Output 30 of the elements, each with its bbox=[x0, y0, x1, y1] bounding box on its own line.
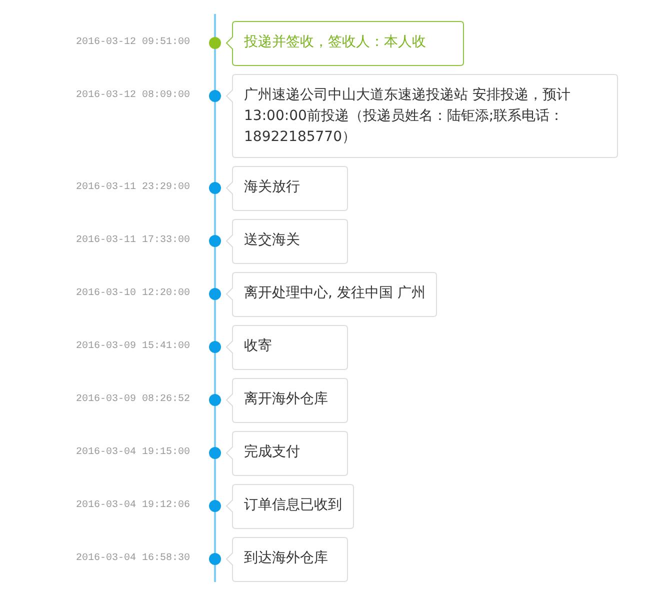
timestamp: 2016-03-11 23:29:00 bbox=[76, 181, 190, 195]
timestamp: 2016-03-12 08:09:00 bbox=[76, 89, 190, 103]
event-text: 投递并签收，签收人：本人收 bbox=[244, 33, 427, 52]
event-text: 广州速递公司中山大道东速递投递站 安排投递，预计13:00:00前投递（投递员姓名：陆钜添;联系电话：18922185770） bbox=[244, 86, 572, 147]
callout-box bbox=[226, 21, 464, 66]
event-text: 收寄 bbox=[244, 337, 273, 356]
callout-box bbox=[226, 537, 348, 582]
callout-box bbox=[226, 325, 348, 370]
timestamp: 2016-03-12 09:51:00 bbox=[76, 36, 190, 50]
callout-box bbox=[226, 431, 348, 476]
timestamp: 2016-03-04 19:12:06 bbox=[76, 499, 190, 513]
event-text: 海关放行 bbox=[244, 178, 301, 197]
callout-box bbox=[226, 166, 348, 211]
callout-box bbox=[226, 74, 618, 158]
event-text: 离开处理中心, 发往中国 广州 bbox=[244, 284, 426, 303]
timestamp: 2016-03-11 17:33:00 bbox=[76, 234, 190, 248]
timestamp: 2016-03-09 08:26:52 bbox=[76, 393, 190, 407]
event-text: 订单信息已收到 bbox=[244, 496, 342, 515]
timestamp: 2016-03-04 19:15:00 bbox=[76, 446, 190, 460]
callout-box bbox=[226, 378, 348, 423]
callout-box bbox=[226, 484, 354, 529]
timestamp: 2016-03-10 12:20:00 bbox=[76, 287, 190, 301]
event-text: 送交海关 bbox=[244, 231, 301, 250]
callout-box bbox=[226, 219, 348, 264]
timestamp: 2016-03-04 16:58:30 bbox=[76, 552, 190, 566]
event-text: 完成支付 bbox=[244, 443, 301, 462]
event-text: 到达海外仓库 bbox=[244, 549, 329, 568]
event-text: 离开海外仓库 bbox=[244, 390, 329, 409]
callout-box bbox=[226, 272, 438, 317]
timestamp: 2016-03-09 15:41:00 bbox=[76, 340, 190, 354]
